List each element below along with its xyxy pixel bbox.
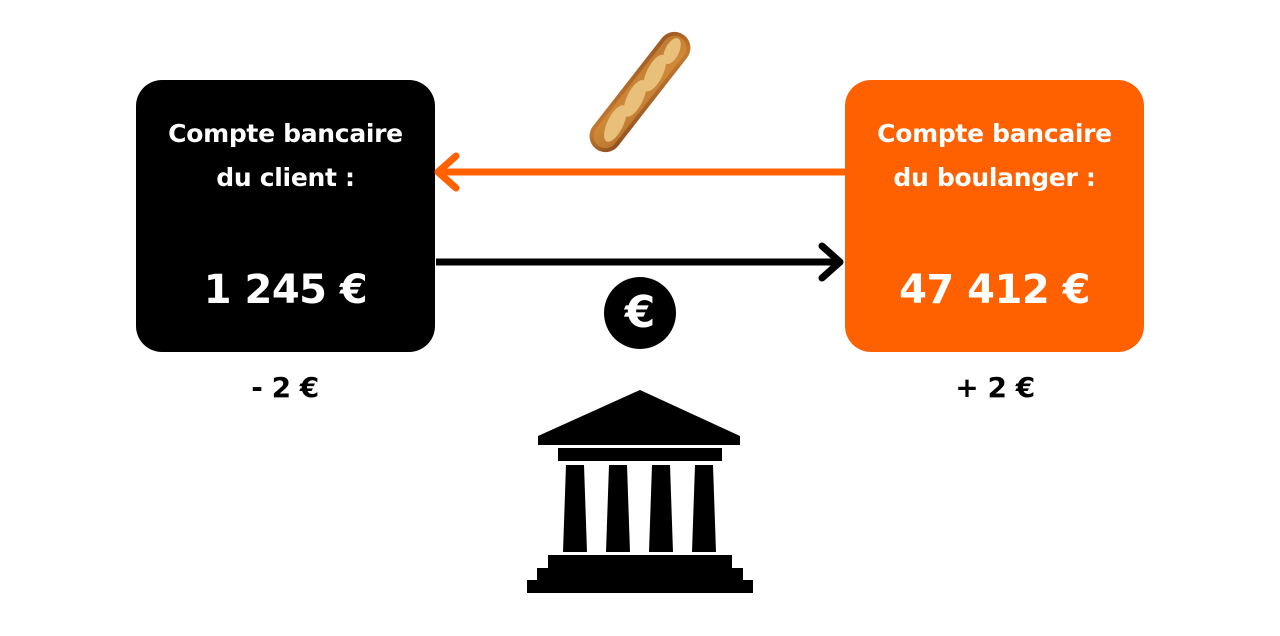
euro-symbol: € — [624, 287, 656, 338]
baker-balance-change: + 2 € — [955, 371, 1035, 404]
client-balance-change: - 2 € — [251, 371, 319, 404]
baker-account-title-line1: Compte bancaire — [877, 119, 1112, 148]
client-account-title-line1: Compte bancaire — [168, 119, 403, 148]
baker-account-title: Compte bancaire du boulanger : — [845, 112, 1144, 200]
euro-coin-icon: € — [604, 277, 676, 349]
baguette-icon — [589, 31, 691, 153]
bread-flow-arrow — [434, 152, 846, 192]
money-flow-arrow — [436, 242, 844, 282]
client-account-box: Compte bancaire du client : 1 245 € — [136, 80, 435, 352]
bank-building-icon — [527, 390, 753, 593]
client-account-title: Compte bancaire du client : — [136, 112, 435, 200]
client-account-balance: 1 245 € — [203, 267, 368, 313]
baker-account-balance: 47 412 € — [899, 267, 1090, 313]
client-account-title-line2: du client : — [216, 163, 355, 192]
baker-account-box: Compte bancaire du boulanger : 47 412 € — [845, 80, 1144, 352]
baker-account-title-line2: du boulanger : — [893, 163, 1096, 192]
